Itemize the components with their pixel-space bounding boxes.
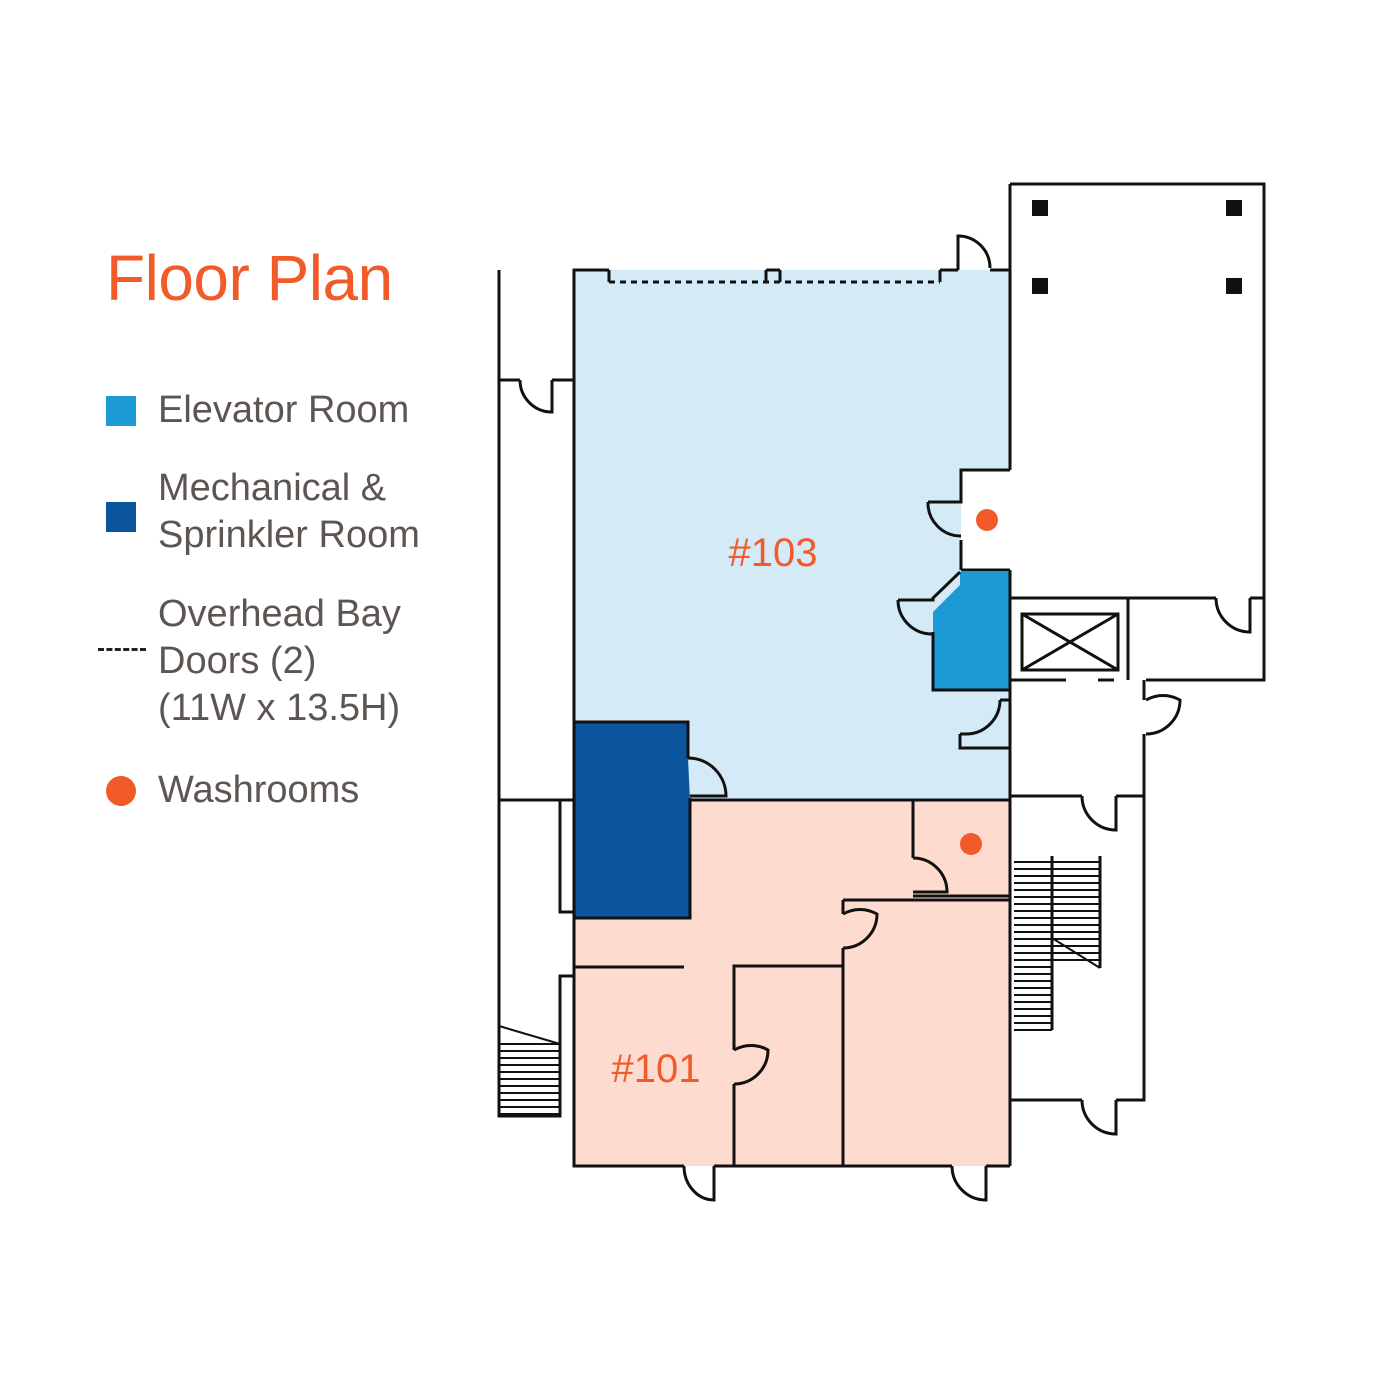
legend-label-bay-doors-line-1: Overhead Bay	[158, 593, 401, 635]
washroom-dot-icon	[106, 776, 136, 806]
legend-label-mechanical-line-1: Mechanical &	[158, 467, 387, 509]
door-arc	[896, 599, 933, 636]
legend-label-bay-doors-line-3: (11W x 13.5H)	[158, 687, 401, 729]
door-arc	[518, 379, 554, 414]
page-title: Floor Plan	[106, 242, 393, 314]
structural-columns	[1032, 200, 1242, 294]
mechanical-room-swatch	[106, 502, 136, 532]
door-swings	[518, 234, 1252, 1202]
stair-tread	[498, 1025, 561, 1045]
door-arc	[1145, 693, 1182, 736]
door-arc	[1080, 1099, 1118, 1136]
column-icon	[1226, 278, 1242, 294]
door-arc	[687, 756, 728, 798]
door-arc	[733, 1043, 770, 1086]
elevator-shaft-icon	[1020, 612, 1120, 672]
door-arc	[842, 907, 879, 950]
door-arc	[960, 699, 1002, 736]
door-arc	[926, 501, 962, 538]
mechanical-sprinkler-room	[574, 722, 690, 918]
door-arc	[1214, 597, 1252, 634]
door-arc	[682, 1165, 716, 1202]
legend-label-bay-doors-line-2: Doors (2)	[158, 640, 317, 682]
column-icon	[1226, 200, 1242, 216]
elevator-room-swatch	[106, 396, 136, 426]
door-arc	[912, 856, 949, 894]
washroom-marker-101	[960, 833, 982, 855]
stairs-icon	[498, 861, 1101, 1115]
door-arc	[1080, 795, 1118, 832]
stair-tread	[1051, 937, 1101, 969]
door-arc	[956, 234, 992, 270]
washroom-marker-103	[976, 509, 998, 531]
legend-label-washrooms: Washrooms	[158, 769, 360, 811]
dashed-line-icon	[98, 648, 146, 651]
column-icon	[1032, 278, 1048, 294]
unit-101-label: #101	[612, 1047, 701, 1091]
door-arc	[950, 1165, 988, 1202]
unit-103-label: #103	[729, 531, 818, 575]
unit-103-area	[574, 270, 1010, 800]
legend-label-mechanical-line-2: Sprinkler Room	[158, 514, 420, 556]
elevator-room	[933, 572, 1010, 690]
legend-label-elevator-room: Elevator Room	[158, 389, 410, 431]
column-icon	[1032, 200, 1048, 216]
